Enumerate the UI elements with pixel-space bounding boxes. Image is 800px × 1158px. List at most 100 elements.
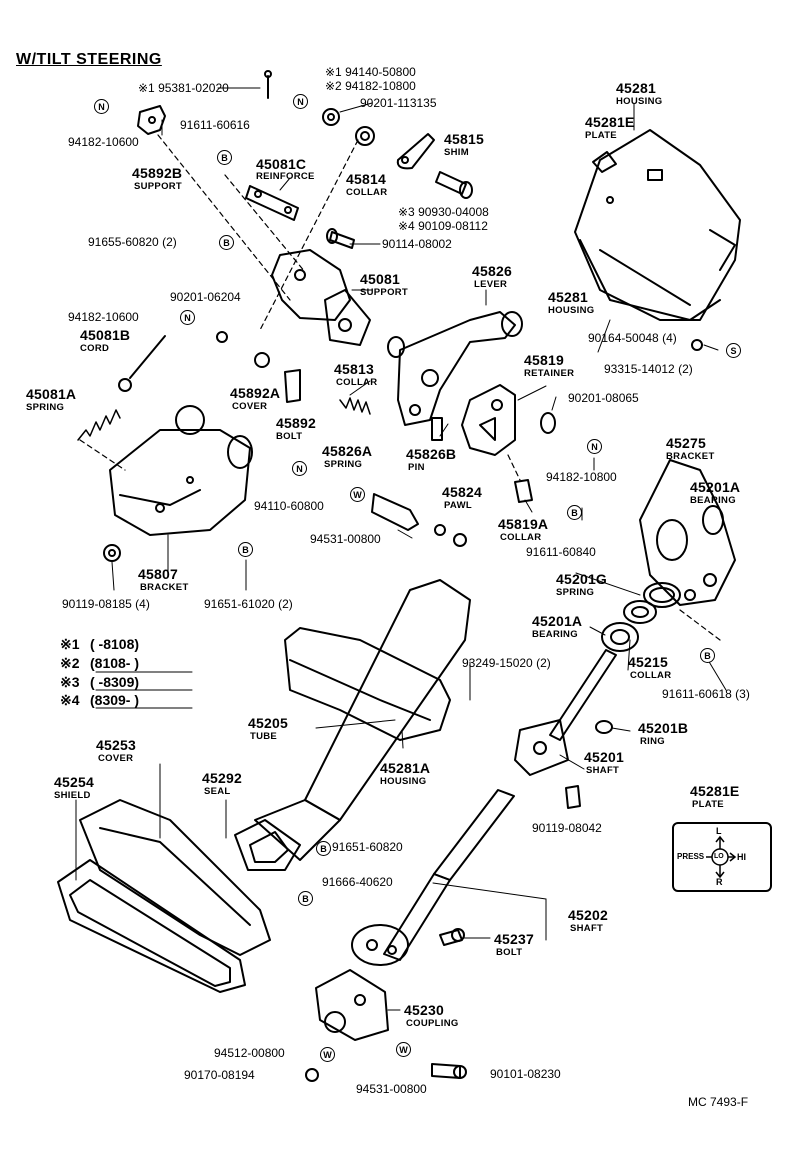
collar-45814 (355, 126, 375, 146)
bolt-45237 (439, 928, 465, 946)
label-45819: 45819 (524, 352, 564, 368)
label-45201g: 45201G (556, 571, 608, 587)
bolt-90101 (431, 1063, 467, 1079)
label-45201b: 45201B (638, 720, 689, 736)
bearing-45201a-upper (702, 505, 724, 535)
label-94140: ※1 94140-50800 (325, 65, 416, 79)
badge-b: B (298, 891, 313, 906)
housing-45281a (284, 627, 451, 741)
label-45201a-upper: 45201A (690, 479, 741, 495)
name-45292: SEAL (204, 786, 231, 797)
badge-b: B (316, 841, 331, 856)
label-45281-side: 45281 (548, 289, 588, 305)
label-45824: 45824 (442, 484, 482, 500)
label-45815: 45815 (444, 131, 484, 147)
label-94512: 94512-00800 (214, 1046, 285, 1060)
leader-lines (75, 87, 727, 1011)
label-90201-06204: 90201-06204 (170, 290, 241, 304)
name-45202: SHAFT (570, 923, 604, 934)
support-45081 (271, 249, 371, 346)
name-45205: TUBE (250, 731, 278, 742)
name-45275: BRACKET (666, 451, 715, 462)
label-90119-08185: 90119-08185 (4) (62, 597, 150, 611)
nut-small (434, 524, 467, 547)
label-45826b: 45826B (406, 446, 457, 462)
name-45892b: SUPPORT (134, 181, 183, 192)
plate-arrows-icon (706, 835, 737, 879)
nut-90170 (305, 1068, 319, 1082)
label-90119-08042: 90119-08042 (532, 821, 602, 835)
badge-b: B (567, 505, 582, 520)
screw-90164 (691, 339, 703, 351)
name-45230: COUPLING (406, 1018, 459, 1029)
reinforce-45081c (245, 185, 299, 221)
legend-2-mark: ※2 (60, 655, 80, 671)
badge-w: W (320, 1047, 335, 1062)
name-45281e: PLATE (585, 130, 617, 141)
label-90201-08065: 90201-08065 (568, 391, 639, 405)
shield-45254 (57, 859, 246, 993)
label-45254: 45254 (54, 774, 94, 790)
label-90114: 90114-08002 (382, 237, 452, 251)
washer-90201c (540, 412, 556, 434)
label-94182-10800: 94182-10800 (546, 470, 617, 484)
label-90164: 90164-50048 (4) (588, 331, 677, 345)
label-94531-b: 94531-00800 (356, 1082, 427, 1096)
name-45201: SHAFT (586, 765, 620, 776)
spring-45826a (339, 397, 371, 415)
collar-45819a (514, 479, 533, 503)
diagram-code: MC 7493-F (688, 1095, 749, 1109)
name-45813: COLLAR (336, 377, 378, 388)
badge-n: N (94, 99, 109, 114)
name-45807: BRACKET (140, 582, 189, 593)
label-91611-60618: 91611-60618 (3) (662, 687, 750, 701)
legend-1-mark: ※1 (60, 636, 80, 652)
name-45201g: SPRING (556, 587, 595, 598)
label-90170: 90170-08194 (184, 1068, 255, 1082)
bolt-90114 (326, 228, 355, 249)
pin-45826b (431, 417, 443, 441)
legend-4-range: (8309- ) (90, 692, 140, 708)
spring-45201g (643, 582, 681, 608)
label-45814: 45814 (346, 171, 386, 187)
name-45254: SHIELD (54, 790, 91, 801)
label-45819a: 45819A (498, 516, 549, 532)
label-45081a: 45081A (26, 386, 77, 402)
badge-n: N (293, 94, 308, 109)
label-90930: ※3 90930-04008 (398, 205, 489, 219)
label-45237: 45237 (494, 931, 534, 947)
badge-w: W (350, 487, 365, 502)
collar-45813 (387, 336, 405, 358)
name-45201b: RING (640, 736, 665, 747)
bearing-45201a-lower (601, 622, 639, 652)
badge-b: B (219, 235, 234, 250)
shaft-45201 (514, 649, 617, 776)
washer-90201 (322, 108, 340, 126)
spring-45081a (77, 409, 121, 441)
label-91655: 91655-60820 (2) (88, 235, 177, 249)
legend-3-mark: ※3 (60, 674, 80, 690)
label-45201a-lower: 45201A (532, 613, 583, 629)
label-45813: 45813 (334, 361, 374, 377)
name-45826a: SPRING (324, 459, 363, 470)
label-93249: 93249-15020 (2) (462, 656, 551, 670)
name-45814: COLLAR (346, 187, 388, 198)
name-45892: BOLT (276, 431, 303, 442)
plate-mark-left: PRESS (677, 852, 705, 861)
name-45815: SHIM (444, 147, 469, 158)
label-45892b: 45892B (132, 165, 183, 181)
label-45081c: 45081C (256, 156, 307, 172)
shim-45815 (396, 133, 435, 170)
name-45281a: HOUSING (380, 776, 427, 787)
label-45081b: 45081B (80, 327, 131, 343)
cord-45081b (118, 335, 166, 392)
label-91611-60840: 91611-60840 (526, 545, 596, 559)
name-45281-top: HOUSING (616, 96, 663, 107)
label-94110: 94110-60800 (254, 499, 324, 513)
label-91666: 91666-40620 (322, 875, 393, 889)
name-45215: COLLAR (630, 670, 672, 681)
plate-45281e-small (592, 151, 617, 173)
collar-45892a (254, 352, 270, 368)
label-45081: 45081 (360, 271, 400, 287)
